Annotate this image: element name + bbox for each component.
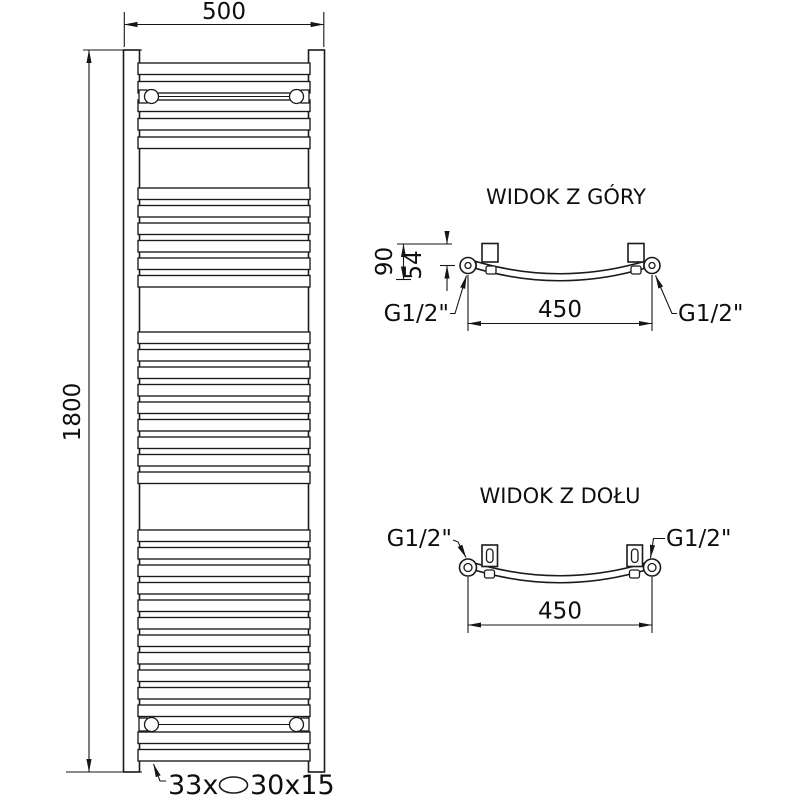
tube	[137, 117, 311, 131]
bracket-boss	[288, 88, 305, 105]
bracket-foot	[628, 569, 641, 579]
tube	[137, 348, 311, 362]
tube	[137, 62, 311, 76]
thread-left-text: G1/2"	[387, 526, 452, 552]
tube	[137, 686, 311, 700]
bracket-boss	[143, 88, 160, 105]
tube	[137, 669, 311, 683]
collector-rail-right	[307, 49, 326, 773]
bracket-slot	[630, 548, 639, 564]
bottom-view: WIDOK Z DOŁU G1/2" G1/2" 450	[387, 484, 731, 633]
thread-label-left-top: G1/2"	[384, 275, 468, 327]
bracket-foot	[630, 265, 642, 275]
tube	[137, 731, 311, 745]
tube	[137, 274, 311, 288]
dim-width: 500	[123, 0, 325, 47]
bracket-foot	[485, 265, 497, 275]
bracket-boss	[143, 716, 160, 733]
thread-label-right-bottom: G1/2"	[649, 526, 731, 559]
tube	[137, 529, 311, 543]
dim-spacing-top: 450	[467, 275, 653, 331]
curved-tube-bottom-view	[475, 562, 645, 584]
top-view: WIDOK Z GÓRY 90 54 450	[372, 184, 743, 331]
connector-left-bore	[463, 562, 473, 573]
tube	[137, 99, 311, 113]
tube	[137, 204, 311, 218]
tube	[137, 383, 311, 397]
top-view-title: WIDOK Z GÓRY	[486, 184, 646, 209]
tube	[137, 471, 311, 485]
bottom-view-title: WIDOK Z DOŁU	[479, 484, 640, 508]
curved-tube-top-view	[475, 260, 645, 282]
tube-size-text: 30x15	[250, 770, 335, 800]
thread-right-text: G1/2"	[666, 526, 731, 552]
dim-450-top-text: 450	[538, 297, 582, 323]
tube	[137, 239, 311, 253]
dim-height-text: 1800	[60, 383, 86, 442]
tube	[137, 418, 311, 432]
tube	[137, 80, 311, 94]
tube-profile-label: 33x 30x15	[152, 763, 335, 800]
wall-bracket	[627, 242, 645, 263]
tube	[137, 546, 311, 560]
tube	[137, 331, 311, 345]
tube	[137, 436, 311, 450]
tube	[137, 634, 311, 648]
tube	[137, 366, 311, 380]
dim-450-bottom-text: 450	[538, 599, 582, 625]
connector-right-bore	[648, 261, 656, 270]
connector-left-bore	[464, 261, 472, 270]
tube	[137, 222, 311, 236]
tube	[137, 581, 311, 595]
thread-label-left-bottom: G1/2"	[387, 526, 467, 558]
dim-54-text: 54	[401, 250, 427, 279]
connector-right-bore	[647, 562, 657, 573]
tube-group	[137, 62, 311, 762]
thread-label-right-top: G1/2"	[654, 275, 743, 327]
bracket-slot	[485, 548, 494, 564]
dim-width-text: 500	[202, 0, 246, 25]
tube	[137, 136, 311, 150]
dim-depth: 90 54	[372, 230, 455, 291]
thread-right-text: G1/2"	[678, 301, 743, 327]
mounting-bracket-top	[138, 88, 310, 105]
thread-left-text: G1/2"	[384, 301, 449, 327]
tube	[137, 704, 311, 718]
tube	[137, 616, 311, 630]
oval-tube-profile-icon	[218, 776, 249, 794]
bracket-boss	[288, 716, 305, 733]
bracket-foot	[483, 569, 496, 579]
tube-count-text: 33x	[168, 770, 218, 800]
tube	[137, 564, 311, 578]
tube	[137, 453, 311, 467]
tube	[137, 651, 311, 665]
collector-rail-left	[122, 49, 141, 773]
tube	[137, 187, 311, 201]
tube	[137, 748, 311, 762]
tube	[137, 257, 311, 271]
dim-spacing-bottom: 450	[467, 577, 653, 633]
wall-bracket	[481, 242, 499, 263]
dim-90-text: 90	[372, 247, 398, 276]
mounting-bracket-bottom	[138, 716, 310, 733]
tube	[137, 599, 311, 613]
front-view: 500 1800 33x 30x15	[60, 0, 335, 800]
tube	[137, 401, 311, 415]
dim-height: 1800	[60, 49, 142, 773]
